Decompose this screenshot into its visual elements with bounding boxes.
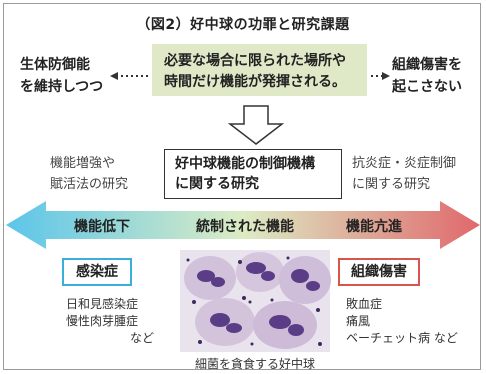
- image-caption: 細菌を貪食する好中球: [194, 357, 315, 371]
- left-dotted-arrow-icon: [110, 72, 148, 80]
- neutrophil-micrograph-image: [180, 250, 331, 352]
- spectrum-right-label: 機能亢進: [346, 219, 402, 235]
- research-focus-box: 好中球機能の制御機構 に関する研究: [164, 149, 342, 199]
- spectrum-left-label: 機能低下: [74, 219, 130, 235]
- tissue-damage-list-item: 敗血症: [346, 297, 383, 311]
- spectrum-center-label: 統制された機能: [196, 219, 294, 235]
- infection-list-item: 慢性肉芽腫症: [66, 314, 139, 328]
- mid-right-text: 抗炎症・炎症制御 に関する研究: [352, 153, 456, 195]
- tissue-damage-list: 敗血症 痛風 ベーチェット病 など: [346, 296, 458, 347]
- research-focus-line2: に関する研究: [175, 176, 259, 192]
- tissue-damage-list-item: 痛風: [346, 314, 371, 328]
- left-goal-line2: を維持しつつ: [20, 79, 104, 95]
- mid-left-line2: 賦活法の研究: [50, 177, 129, 192]
- right-dotted-arrow-icon: [371, 72, 390, 80]
- infection-list-item: 日和見感染症: [66, 297, 139, 311]
- mid-left-text: 機能増強や 賦活法の研究: [50, 153, 128, 195]
- right-goal-line2: 起こさない: [392, 79, 462, 95]
- mid-right-line2: に関する研究: [352, 177, 431, 192]
- spectrum-double-arrow-icon: [6, 201, 480, 249]
- infection-tag: 感染症: [62, 258, 132, 286]
- mid-right-line1: 抗炎症・炎症制御: [352, 156, 457, 171]
- research-focus-line1: 好中球機能の制御機構: [175, 156, 315, 172]
- down-arrow-icon: [227, 105, 285, 145]
- tissue-damage-list-item: ベーチェット病 など: [346, 331, 458, 345]
- tissue-damage-tag: 組織傷害: [338, 258, 420, 286]
- right-goal: 組織傷害を 起こさない: [392, 54, 462, 98]
- figure-frame: [3, 3, 481, 370]
- infection-list: 日和見感染症 慢性肉芽腫症 など: [66, 296, 166, 347]
- center-statement-line2: 時間だけ機能が発揮される。: [164, 74, 346, 90]
- mid-left-line1: 機能増強や: [50, 156, 116, 171]
- figure-title: （図2）好中球の功罪と研究課題: [136, 17, 350, 33]
- left-goal-line1: 生体防御能: [20, 57, 90, 73]
- right-goal-line1: 組織傷害を: [392, 57, 462, 73]
- infection-list-item: など: [129, 331, 154, 345]
- center-statement-box: 必要な場合に限られた場所や 時間だけ機能が発揮される。: [152, 44, 367, 96]
- left-goal: 生体防御能 を維持しつつ: [20, 54, 103, 98]
- center-statement-line1: 必要な場合に限られた場所や: [164, 53, 346, 69]
